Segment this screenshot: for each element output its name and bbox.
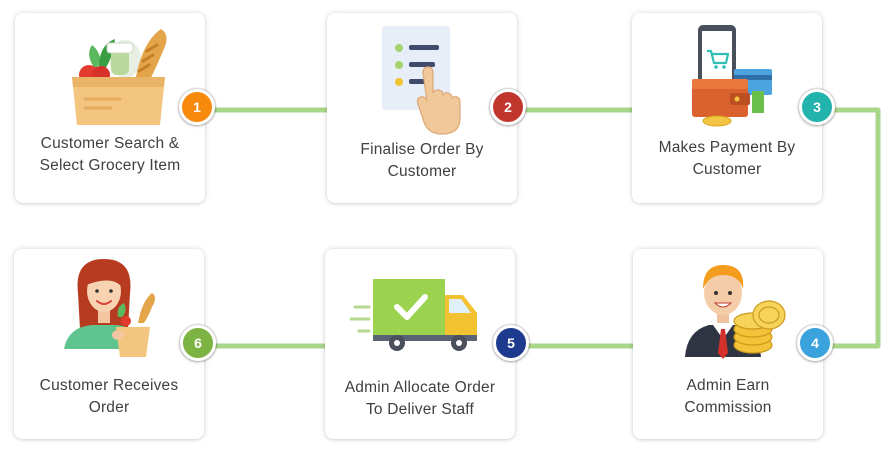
- step-6-label-line1: Customer Receives: [39, 377, 179, 394]
- step-badge-6: 6: [180, 325, 216, 361]
- step-badge-3-number: 3: [813, 99, 821, 115]
- step-5-label-line2: To Deliver Staff: [365, 401, 474, 418]
- step-badge-1-number: 1: [193, 99, 201, 115]
- step-badge-2-number: 2: [504, 99, 512, 115]
- step-6-label-line2: Order: [88, 399, 130, 416]
- step-2-label-line2: Customer: [387, 163, 457, 180]
- step-card-6: Customer Receives Order: [14, 249, 204, 439]
- step-badge-1: 1: [179, 89, 215, 125]
- step-card-4: Admin Earn Commission: [633, 249, 823, 439]
- step-4-label-line1: Admin Earn: [686, 377, 770, 394]
- step-card-3: Makes Payment By Customer: [632, 13, 822, 203]
- step-badge-5-number: 5: [507, 335, 515, 351]
- checklist-tap-icon: [382, 26, 461, 135]
- step-card-1: Customer Search & Select Grocery Item: [15, 13, 205, 203]
- step-badge-5: 5: [493, 325, 529, 361]
- step-card-5: Admin Allocate Order To Deliver Staff: [325, 249, 515, 439]
- step-card-2: Finalise Order By Customer: [327, 13, 517, 203]
- step-1-label-line1: Customer Search &: [40, 135, 180, 152]
- step-badge-3: 3: [799, 89, 835, 125]
- step-badge-4: 4: [797, 325, 833, 361]
- grocery-bag-icon: [72, 29, 167, 125]
- woman-groceries-icon: [64, 259, 155, 357]
- step-1-label-line2: Select Grocery Item: [39, 157, 181, 174]
- businessman-coins-icon: [685, 265, 786, 359]
- step-3-label-line1: Makes Payment By: [658, 139, 796, 156]
- connector-3-4: [827, 107, 881, 349]
- step-badge-4-number: 4: [811, 335, 819, 351]
- mobile-payment-icon: [692, 25, 772, 127]
- delivery-truck-icon: [349, 279, 477, 351]
- step-3-label-line2: Customer: [692, 161, 762, 178]
- step-badge-6-number: 6: [194, 335, 202, 351]
- step-2-label-line1: Finalise Order By: [360, 141, 484, 158]
- step-badge-2: 2: [490, 89, 526, 125]
- step-4-label-line2: Commission: [684, 399, 772, 416]
- step-5-label-line1: Admin Allocate Order: [344, 379, 496, 396]
